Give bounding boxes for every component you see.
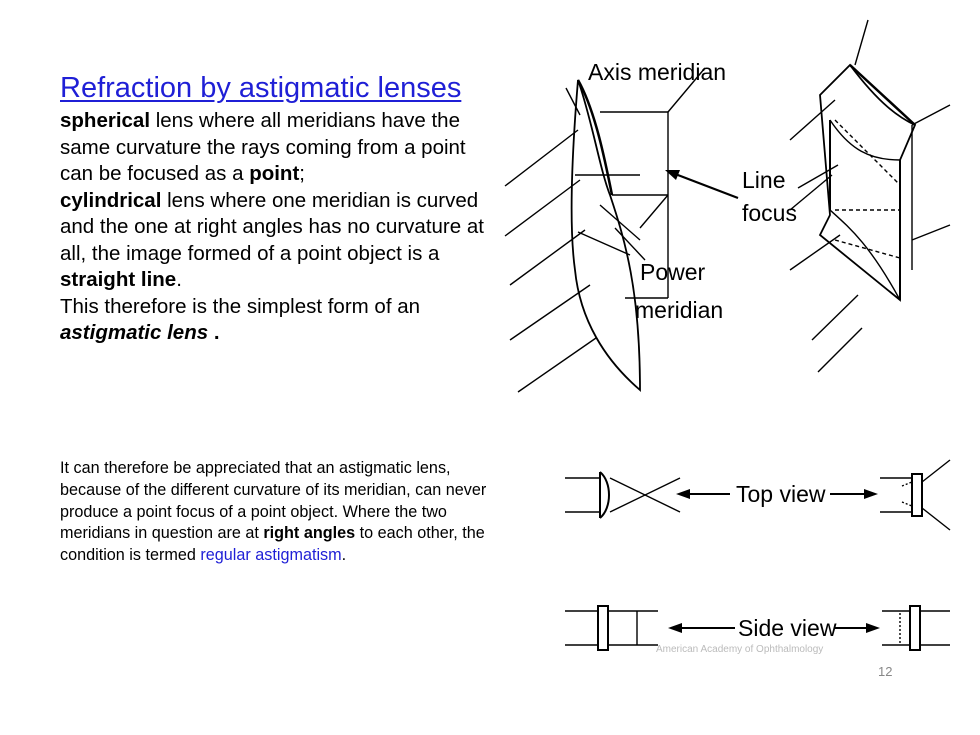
leader-power — [614, 227, 646, 261]
label-meridian: meridian — [635, 297, 723, 323]
term-right-angles: right angles — [263, 524, 356, 543]
label-focus: focus — [742, 200, 797, 226]
label-side-view: Side view — [738, 615, 837, 641]
text-cylindrical: lens where one meridian is curved and th… — [60, 188, 484, 265]
text-spherical: lens where all meridians have the same c… — [60, 109, 466, 185]
text-condition: to each other, the condition is termed — [60, 524, 485, 565]
leader-axis — [565, 87, 581, 116]
term-astigmatic-lens: astigmatic lens — [60, 321, 209, 344]
punct: ; — [299, 162, 305, 185]
top-view-diagram — [565, 459, 951, 531]
text-appreciated: It can therefore be appreciated that an … — [60, 459, 487, 543]
punct: . — [341, 546, 347, 565]
label-axis-meridian: Axis meridian — [588, 59, 726, 85]
slide-title[interactable]: Refraction by astigmatic lenses — [60, 72, 462, 104]
punct: . — [176, 268, 182, 291]
label-power: Power — [640, 259, 706, 285]
cylindrical-lens-right — [789, 19, 951, 373]
cylindrical-lens-left — [570, 67, 706, 392]
punct: . — [208, 321, 220, 344]
paragraph-astigmatism: It can therefore be appreciated that an … — [60, 458, 500, 567]
term-spherical: spherical — [60, 109, 151, 132]
paragraph-lenses: spherical lens where all meridians have … — [60, 108, 490, 347]
label-line: Line — [742, 167, 785, 193]
term-cylindrical: cylindrical — [60, 188, 162, 212]
arrowhead-line-focus — [665, 170, 680, 180]
side-view-diagram — [565, 605, 950, 651]
leader-line-focus — [797, 164, 839, 189]
arrow-line-focus — [669, 170, 739, 200]
term-straight-line: straight line — [60, 268, 177, 291]
link-regular-astigmatism[interactable]: regular astigmatism — [200, 546, 342, 565]
incident-rays — [504, 129, 597, 393]
watermark: American Academy of Ophthalmology — [656, 644, 823, 655]
term-point: point — [249, 162, 300, 185]
label-top-view: Top view — [736, 481, 826, 507]
text-simplest: This therefore is the simplest form of a… — [60, 294, 421, 318]
page-number: 12 — [878, 664, 893, 679]
